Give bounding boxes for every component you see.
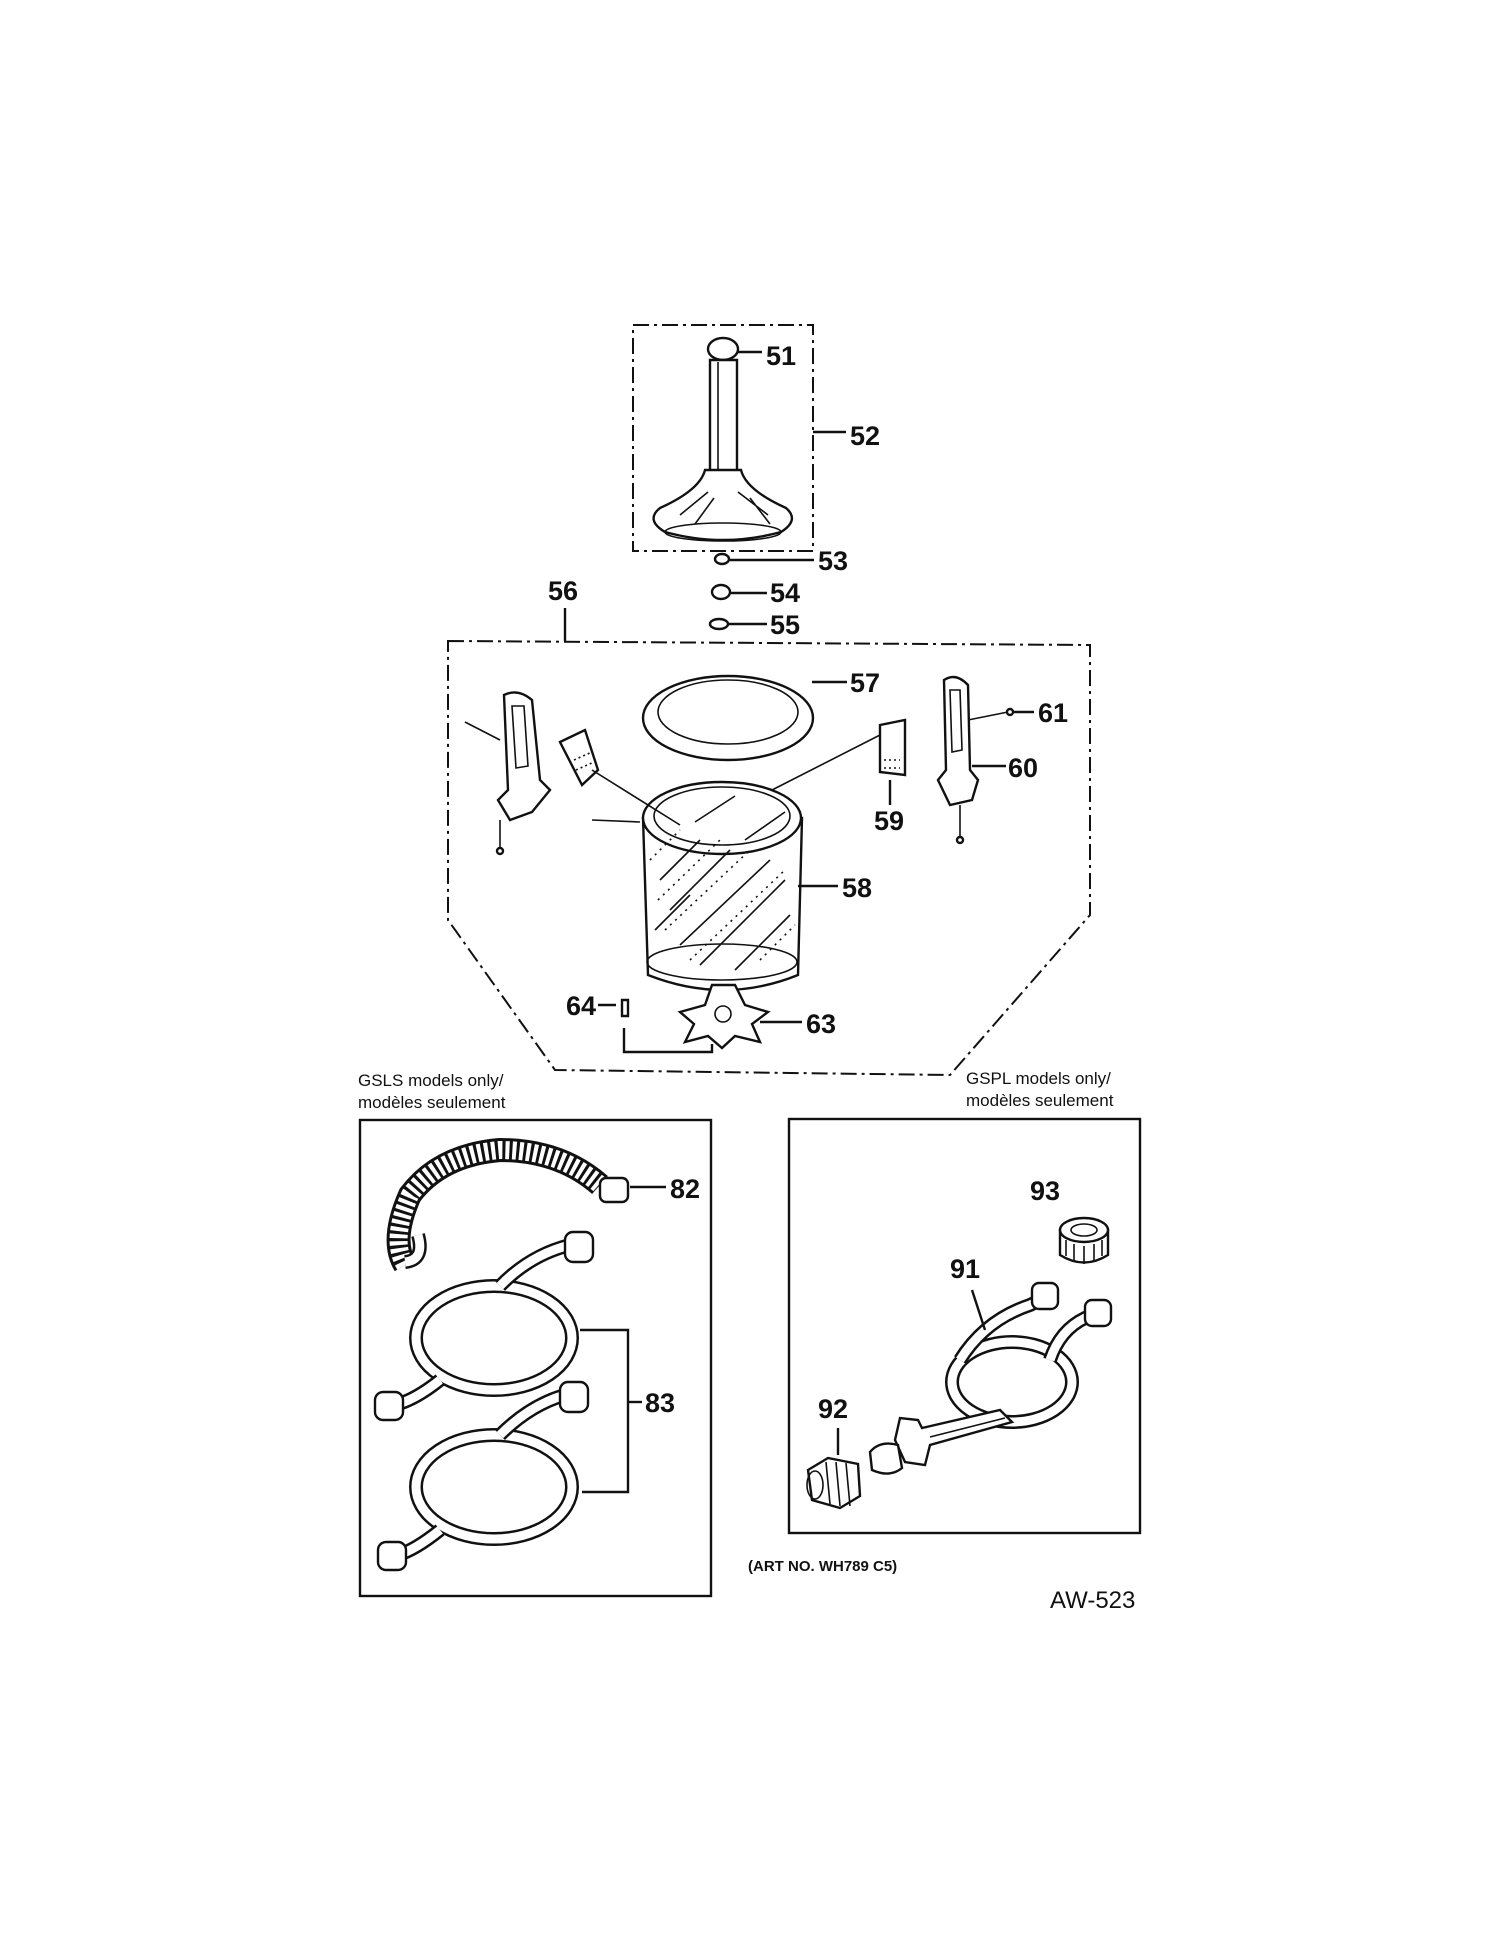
gspl-caption-line2: modèles seulement (966, 1091, 1114, 1110)
drive-hub (677, 983, 802, 1050)
callout-51: 51 (766, 341, 796, 371)
gsls-caption-line2: modèles seulement (358, 1093, 506, 1112)
callout-58: 58 (842, 873, 872, 903)
callout-60: 60 (1008, 753, 1038, 783)
y-hose-91 (868, 1281, 1113, 1475)
seal-55 (708, 617, 730, 631)
agitator-post (708, 358, 739, 482)
cap-93 (1058, 1216, 1110, 1264)
callout-61: 61 (1038, 698, 1068, 728)
agitator-skirt (652, 468, 794, 542)
callout-63: 63 (806, 1009, 836, 1039)
coupling-92 (806, 1428, 862, 1510)
gspl-caption-line1: GSPL models only/ (966, 1069, 1111, 1088)
callout-82: 82 (670, 1174, 700, 1204)
wash-basket (641, 780, 838, 992)
callout-52: 52 (850, 421, 880, 451)
callout-83: 83 (645, 1388, 675, 1418)
callout-53: 53 (818, 546, 848, 576)
callout-91: 91 (950, 1254, 980, 1284)
nut-54 (710, 583, 732, 601)
agitator-cap (706, 336, 740, 362)
callout-92: 92 (818, 1394, 848, 1424)
agitator-group-box (632, 324, 814, 552)
agitator-assembly (632, 324, 846, 552)
balance-ring (641, 674, 847, 762)
callout-64: 64 (566, 991, 596, 1021)
washer-53 (713, 552, 731, 566)
agitator-fasteners (708, 552, 814, 631)
right-bracket (771, 675, 1034, 845)
gsls-parts-box (358, 1118, 713, 1598)
callout-59: 59 (874, 806, 904, 836)
callout-93: 93 (1030, 1176, 1060, 1206)
drain-hose-82 (386, 1137, 666, 1272)
diagram-code: AW-523 (1050, 1587, 1135, 1614)
art-number: (ART NO. WH789 C5) (748, 1558, 897, 1575)
basket-group-boundary (447, 639, 1091, 1077)
fill-hoses-83 (373, 1230, 642, 1572)
callout-55: 55 (770, 610, 800, 640)
callout-56: 56 (548, 576, 578, 606)
left-bracket (464, 691, 681, 856)
screw-64 (598, 998, 714, 1054)
gsls-caption-line1: GSLS models only/ (358, 1071, 504, 1090)
callout-57: 57 (850, 668, 880, 698)
gspl-parts-box (787, 1117, 1142, 1535)
callout-54: 54 (770, 578, 800, 608)
